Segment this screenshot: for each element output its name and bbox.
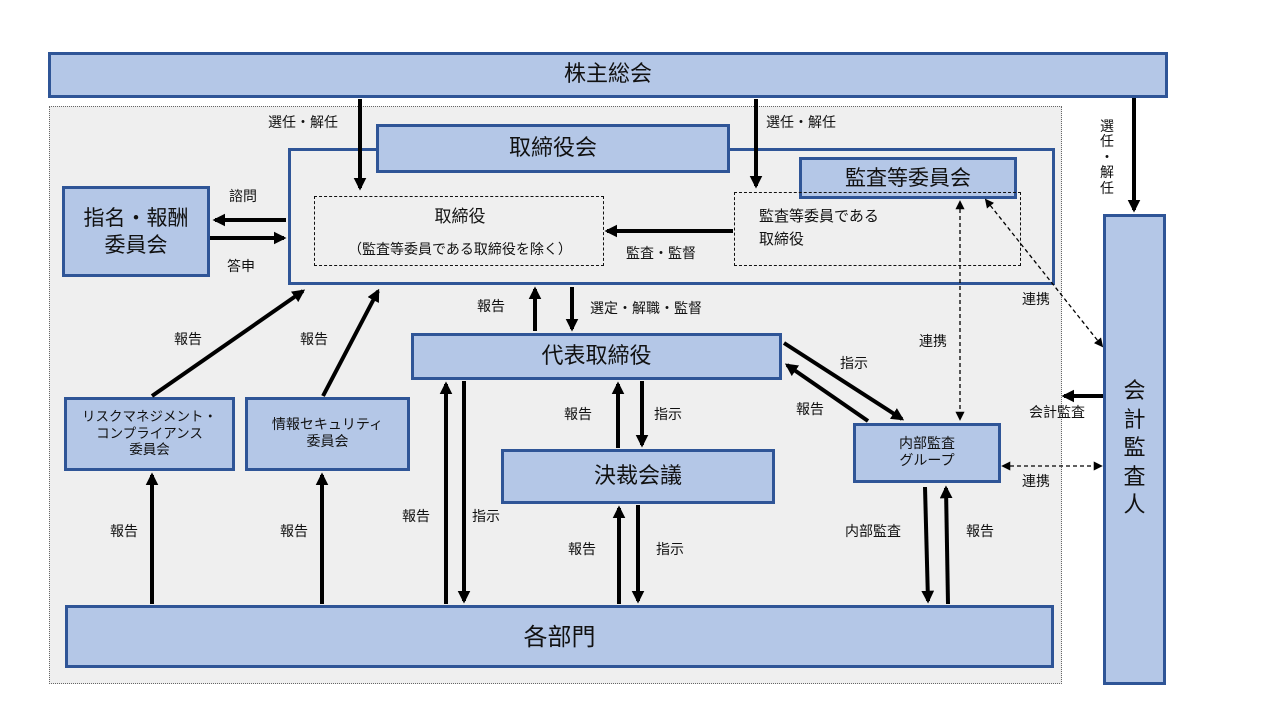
label-answer: 答申 bbox=[227, 259, 255, 275]
label-elect-dismiss-vertical: 選 任 ・ 解 任 bbox=[1099, 119, 1115, 197]
label-accounting-audit: 会計監査 bbox=[1029, 405, 1085, 421]
decision-meeting-label: 決裁会議 bbox=[593, 463, 682, 489]
audit-directors-box: 監査等委員である 取締役 bbox=[734, 192, 1021, 266]
risk-compliance-committee-label: リスクマネジメント・ コンプライアンス 委員会 bbox=[82, 408, 217, 459]
label-report-dept-meeting: 報告 bbox=[568, 542, 596, 558]
label-report-dept-representative: 報告 bbox=[402, 509, 430, 525]
board-of-directors-box: 取締役会 bbox=[376, 124, 730, 173]
nomination-remuneration-committee-label: 指名・報酬 委員会 bbox=[83, 206, 189, 257]
internal-audit-group-label: 内部監査 グループ bbox=[899, 435, 955, 470]
directors-box: 取締役 （監査等委員である取締役を除く） bbox=[314, 196, 604, 266]
directors-title: 取締役 bbox=[434, 207, 486, 227]
label-report-internal-audit: 報告 bbox=[796, 402, 824, 418]
label-consult: 諮問 bbox=[229, 189, 257, 205]
vertical-char: 任 bbox=[1100, 134, 1114, 151]
vertical-char: 選 bbox=[1100, 119, 1114, 135]
board-of-directors-label: 取締役会 bbox=[508, 135, 597, 161]
shareholders-meeting-label: 株主総会 bbox=[563, 62, 652, 88]
accounting-auditor-char: 査 bbox=[1123, 464, 1146, 490]
accounting-auditor-char: 監 bbox=[1123, 436, 1146, 462]
label-report-dept-risk: 報告 bbox=[110, 524, 138, 540]
nomination-remuneration-committee-box: 指名・報酬 委員会 bbox=[62, 186, 210, 277]
accounting-auditor-char: 人 bbox=[1123, 493, 1146, 519]
label-internal-audit-action: 内部監査 bbox=[845, 524, 901, 540]
label-cooperate-vertical: 連携 bbox=[919, 334, 947, 350]
label-report-dept-infosec: 報告 bbox=[280, 524, 308, 540]
vertical-char: 解 bbox=[1100, 165, 1114, 182]
risk-compliance-committee-box: リスクマネジメント・ コンプライアンス 委員会 bbox=[64, 397, 235, 471]
decision-meeting-box: 決裁会議 bbox=[501, 449, 775, 504]
label-report-meeting: 報告 bbox=[564, 407, 592, 423]
internal-audit-group-box: 内部監査 グループ bbox=[853, 423, 1001, 483]
representative-director-label: 代表取締役 bbox=[541, 343, 652, 369]
information-security-committee-box: 情報セキュリティ 委員会 bbox=[245, 397, 410, 471]
label-report-dept-internal-audit: 報告 bbox=[966, 524, 994, 540]
accounting-auditor-char: 会 bbox=[1123, 379, 1146, 405]
label-report-representative-board: 報告 bbox=[477, 299, 505, 315]
audit-committee-label: 監査等委員会 bbox=[845, 165, 971, 190]
shareholders-meeting-box: 株主総会 bbox=[48, 52, 1168, 98]
label-elect-dismiss-left: 選任・解任 bbox=[268, 115, 338, 131]
audit-directors-label: 監査等委員である 取締役 bbox=[759, 207, 879, 248]
label-report-infosec: 報告 bbox=[300, 332, 328, 348]
departments-label: 各部門 bbox=[523, 622, 596, 651]
representative-director-box: 代表取締役 bbox=[411, 333, 782, 380]
label-instruct-meeting: 指示 bbox=[654, 407, 682, 423]
accounting-auditor-char: 計 bbox=[1123, 407, 1146, 433]
information-security-committee-label: 情報セキュリティ 委員会 bbox=[271, 416, 384, 451]
accounting-auditor-box: 会 計 監 査 人 bbox=[1103, 214, 1166, 685]
vertical-char: 任 bbox=[1100, 180, 1114, 197]
directors-subtitle: （監査等委員である取締役を除く） bbox=[348, 242, 572, 258]
label-audit-supervise: 監査・監督 bbox=[626, 246, 696, 262]
label-cooperate-horizontal: 連携 bbox=[1022, 474, 1050, 490]
departments-box: 各部門 bbox=[65, 605, 1054, 668]
label-cooperate-diagonal: 連携 bbox=[1022, 292, 1050, 308]
label-elect-dismiss-right: 選任・解任 bbox=[766, 115, 836, 131]
label-report-risk: 報告 bbox=[174, 332, 202, 348]
label-instruct-dept-representative: 指示 bbox=[472, 509, 500, 525]
label-select-supervise: 選定・解職・監督 bbox=[590, 301, 702, 317]
label-instruct-dept-meeting: 指示 bbox=[656, 542, 684, 558]
label-instruct-internal-audit: 指示 bbox=[840, 356, 868, 372]
vertical-char: ・ bbox=[1100, 149, 1114, 166]
